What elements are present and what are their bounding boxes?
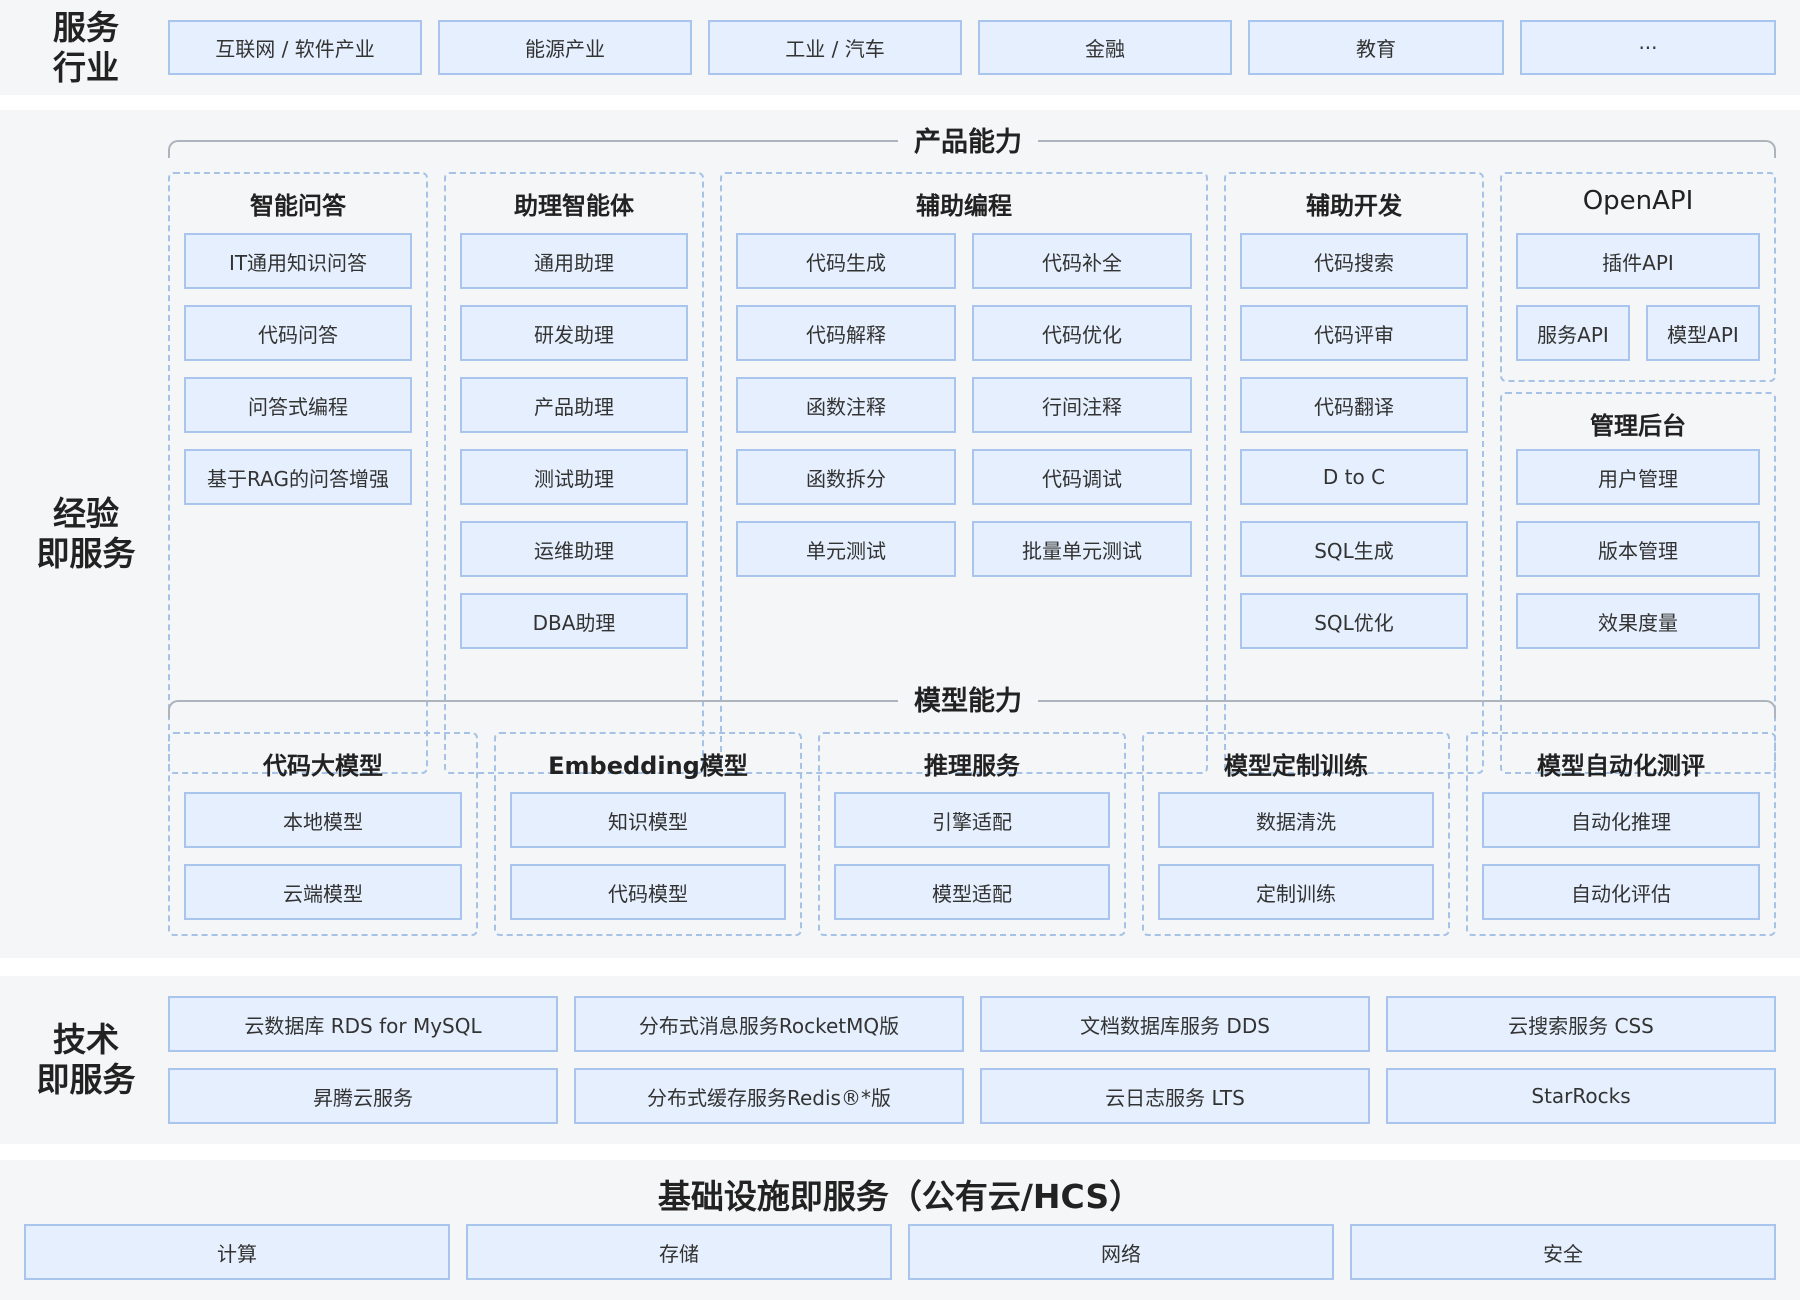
agent-item: 研发助理: [460, 305, 688, 361]
tech-item: 分布式消息服务RocketMQ版: [574, 996, 964, 1052]
tech-item: 云数据库 RDS for MySQL: [168, 996, 558, 1052]
tech-item: 分布式缓存服务Redis®*版: [574, 1068, 964, 1124]
tech-label-line2: 即服务: [36, 1060, 136, 1099]
dev-item: SQL优化: [1240, 593, 1468, 649]
dev-item: 代码评审: [1240, 305, 1468, 361]
service-industry-band: 服务 行业 互联网 / 软件产业 能源产业 工业 / 汽车 金融 教育 ···: [0, 0, 1800, 95]
model-group-inference: 推理服务 引擎适配 模型适配: [818, 732, 1126, 936]
model-item: 知识模型: [510, 792, 786, 848]
tech-label-line1: 技术: [53, 1020, 119, 1059]
infra-item: 网络: [908, 1224, 1334, 1280]
tech-label: 技术 即服务: [0, 976, 172, 1144]
admin-item: 效果度量: [1516, 593, 1760, 649]
model-group-title: 模型定制训练: [1224, 752, 1368, 780]
industry-finance-box: 金融: [978, 20, 1232, 75]
coding-item: 代码优化: [972, 305, 1192, 361]
tech-item: 文档数据库服务 DDS: [980, 996, 1370, 1052]
model-group-title: 推理服务: [924, 752, 1020, 780]
coding-group: 辅助编程 代码生成 代码补全 代码解释 代码优化 函数注释 行间注释 函数拆分 …: [720, 172, 1208, 774]
infra-item: 安全: [1350, 1224, 1776, 1280]
model-item: 定制训练: [1158, 864, 1434, 920]
industry-education-box: 教育: [1248, 20, 1504, 75]
openapi-title: OpenAPI: [1582, 186, 1694, 216]
infra-band: 基础设施即服务（公有云/HCS） 计算 存储 网络 安全: [0, 1160, 1800, 1300]
model-group-evaluation: 模型自动化测评 自动化推理 自动化评估: [1466, 732, 1776, 936]
dev-group: 辅助开发 代码搜索 代码评审 代码翻译 D to C SQL生成 SQL优化: [1224, 172, 1484, 774]
agent-group: 助理智能体 通用助理 研发助理 产品助理 测试助理 运维助理 DBA助理: [444, 172, 704, 774]
model-group-title: Embedding模型: [548, 752, 748, 780]
service-industry-label: 服务 行业: [0, 0, 172, 95]
smart-qa-title: 智能问答: [250, 192, 346, 220]
model-group-training: 模型定制训练 数据清洗 定制训练: [1142, 732, 1450, 936]
admin-title: 管理后台: [1590, 412, 1686, 440]
dev-item: SQL生成: [1240, 521, 1468, 577]
product-section-title: 产品能力: [898, 120, 1038, 159]
coding-item: 代码解释: [736, 305, 956, 361]
dev-item: 代码搜索: [1240, 233, 1468, 289]
smart-qa-group: 智能问答 IT通用知识问答 代码问答 问答式编程 基于RAG的问答增强: [168, 172, 428, 774]
coding-item: 行间注释: [972, 377, 1192, 433]
coding-item: 批量单元测试: [972, 521, 1192, 577]
experience-label-line2: 即服务: [36, 534, 136, 573]
coding-item: 代码生成: [736, 233, 956, 289]
smart-qa-item: 问答式编程: [184, 377, 412, 433]
infra-title: 基础设施即服务（公有云/HCS）: [657, 1177, 1143, 1216]
admin-item: 用户管理: [1516, 449, 1760, 505]
smart-qa-item: 基于RAG的问答增强: [184, 449, 412, 505]
model-item: 本地模型: [184, 792, 462, 848]
coding-item: 函数拆分: [736, 449, 956, 505]
agent-title: 助理智能体: [514, 192, 634, 220]
infra-item: 计算: [24, 1224, 450, 1280]
model-item: 云端模型: [184, 864, 462, 920]
service-industry-label-line2: 行业: [53, 47, 119, 87]
coding-item: 函数注释: [736, 377, 956, 433]
openapi-group: OpenAPI 插件API 服务API 模型API: [1500, 172, 1776, 382]
model-item: 自动化推理: [1482, 792, 1760, 848]
openapi-service-api-box: 服务API: [1516, 305, 1630, 361]
agent-item: 测试助理: [460, 449, 688, 505]
model-section-title: 模型能力: [898, 679, 1038, 718]
smart-qa-item: 代码问答: [184, 305, 412, 361]
infra-item: 存储: [466, 1224, 892, 1280]
dev-title: 辅助开发: [1306, 192, 1402, 220]
industry-internet-box: 互联网 / 软件产业: [168, 20, 422, 75]
coding-title: 辅助编程: [916, 192, 1012, 220]
industry-manufacturing-box: 工业 / 汽车: [708, 20, 962, 75]
dev-item: 代码翻译: [1240, 377, 1468, 433]
coding-item: 代码补全: [972, 233, 1192, 289]
model-group-title: 代码大模型: [263, 752, 383, 780]
model-group-embedding: Embedding模型 知识模型 代码模型: [494, 732, 802, 936]
model-group-code-llm: 代码大模型 本地模型 云端模型: [168, 732, 478, 936]
model-item: 自动化评估: [1482, 864, 1760, 920]
agent-item: DBA助理: [460, 593, 688, 649]
agent-item: 通用助理: [460, 233, 688, 289]
model-item: 引擎适配: [834, 792, 1110, 848]
experience-label: 经验 即服务: [0, 110, 172, 958]
agent-item: 运维助理: [460, 521, 688, 577]
tech-band: 技术 即服务 云数据库 RDS for MySQL 分布式消息服务RocketM…: [0, 976, 1800, 1144]
dev-item: D to C: [1240, 449, 1468, 505]
model-item: 代码模型: [510, 864, 786, 920]
openapi-model-api-box: 模型API: [1646, 305, 1760, 361]
tech-item: 云日志服务 LTS: [980, 1068, 1370, 1124]
coding-item: 单元测试: [736, 521, 956, 577]
tech-item: 昇腾云服务: [168, 1068, 558, 1124]
industry-more-box: ···: [1520, 20, 1776, 75]
tech-item: 云搜索服务 CSS: [1386, 996, 1776, 1052]
agent-item: 产品助理: [460, 377, 688, 433]
model-item: 模型适配: [834, 864, 1110, 920]
experience-band: 经验 即服务 产品能力 智能问答 IT通用知识问答 代码问答 问答式编程 基于R…: [0, 110, 1800, 958]
model-item: 数据清洗: [1158, 792, 1434, 848]
admin-item: 版本管理: [1516, 521, 1760, 577]
tech-item: StarRocks: [1386, 1068, 1776, 1124]
smart-qa-item: IT通用知识问答: [184, 233, 412, 289]
coding-item: 代码调试: [972, 449, 1192, 505]
admin-group: 管理后台 用户管理 版本管理 效果度量: [1500, 392, 1776, 774]
experience-label-line1: 经验: [53, 494, 119, 533]
industry-energy-box: 能源产业: [438, 20, 692, 75]
model-group-title: 模型自动化测评: [1537, 752, 1705, 780]
openapi-plugin-api-box: 插件API: [1516, 233, 1760, 289]
service-industry-label-line1: 服务: [53, 7, 119, 47]
